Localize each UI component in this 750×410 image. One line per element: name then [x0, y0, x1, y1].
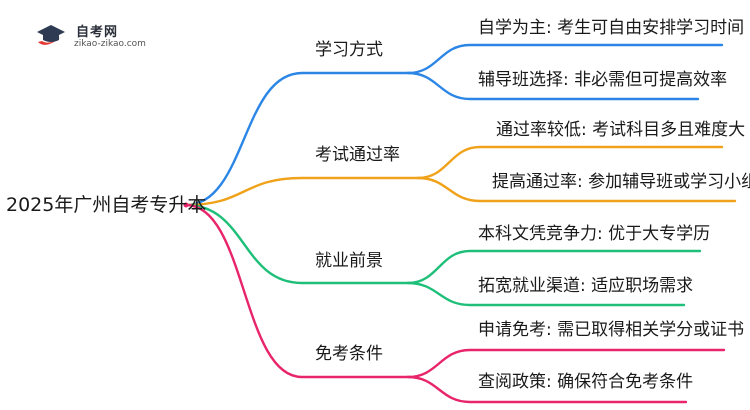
- branch-exemption: 免考条件: [315, 344, 383, 364]
- edge-branch-2-to-leaf-0: [406, 249, 702, 285]
- leaf-apply-exemption: 申请免考: 需已取得相关学分或证书: [478, 320, 745, 340]
- branch-study-method: 学习方式: [315, 40, 383, 60]
- logo-url: zikao-zikao.com: [74, 39, 146, 49]
- branch-career-prospects: 就业前景: [315, 251, 383, 271]
- leaf-broaden-career: 拓宽就业渠道: 适应职场需求: [478, 276, 694, 296]
- edge-branch-2-to-leaf-1: [406, 281, 686, 307]
- edge-branch-1-to-leaf-1: [416, 176, 737, 203]
- leaf-self-study: 自学为主: 考生可自由安排学习时间: [478, 18, 745, 38]
- leaf-improve-pass-rate: 提高通过率: 参加辅导班或学习小组: [492, 172, 750, 192]
- leaf-degree-competitiveness: 本科文凭竞争力: 优于大专学历: [478, 224, 711, 244]
- edge-branch-0-to-leaf-1: [406, 71, 700, 101]
- root-topic: 2025年广州自考专升本: [6, 194, 207, 216]
- edge-branch-1-to-leaf-0: [416, 145, 724, 180]
- leaf-check-policy: 查阅政策: 确保符合免考条件: [478, 372, 694, 392]
- site-logo: 自考网 zikao-zikao.com: [36, 18, 146, 58]
- edge-branch-0-to-leaf-0: [406, 43, 724, 75]
- leaf-low-pass-rate: 通过率较低: 考试科目多且难度大: [496, 120, 746, 140]
- edge-root-to-branch-2: [184, 203, 410, 285]
- edge-root-to-branch-0: [184, 71, 410, 207]
- logo-title: 自考网: [76, 25, 119, 40]
- branch-pass-rate: 考试通过率: [315, 145, 400, 165]
- edge-branch-3-to-leaf-0: [406, 348, 726, 379]
- leaf-tutoring-choice: 辅导班选择: 非必需但可提高效率: [478, 70, 728, 90]
- edge-root-to-branch-3: [184, 203, 410, 379]
- graduation-cap-icon: [37, 25, 65, 45]
- edge-branch-3-to-leaf-1: [406, 375, 688, 404]
- root-node-dot: [183, 202, 189, 208]
- edge-root-to-branch-1: [184, 176, 420, 207]
